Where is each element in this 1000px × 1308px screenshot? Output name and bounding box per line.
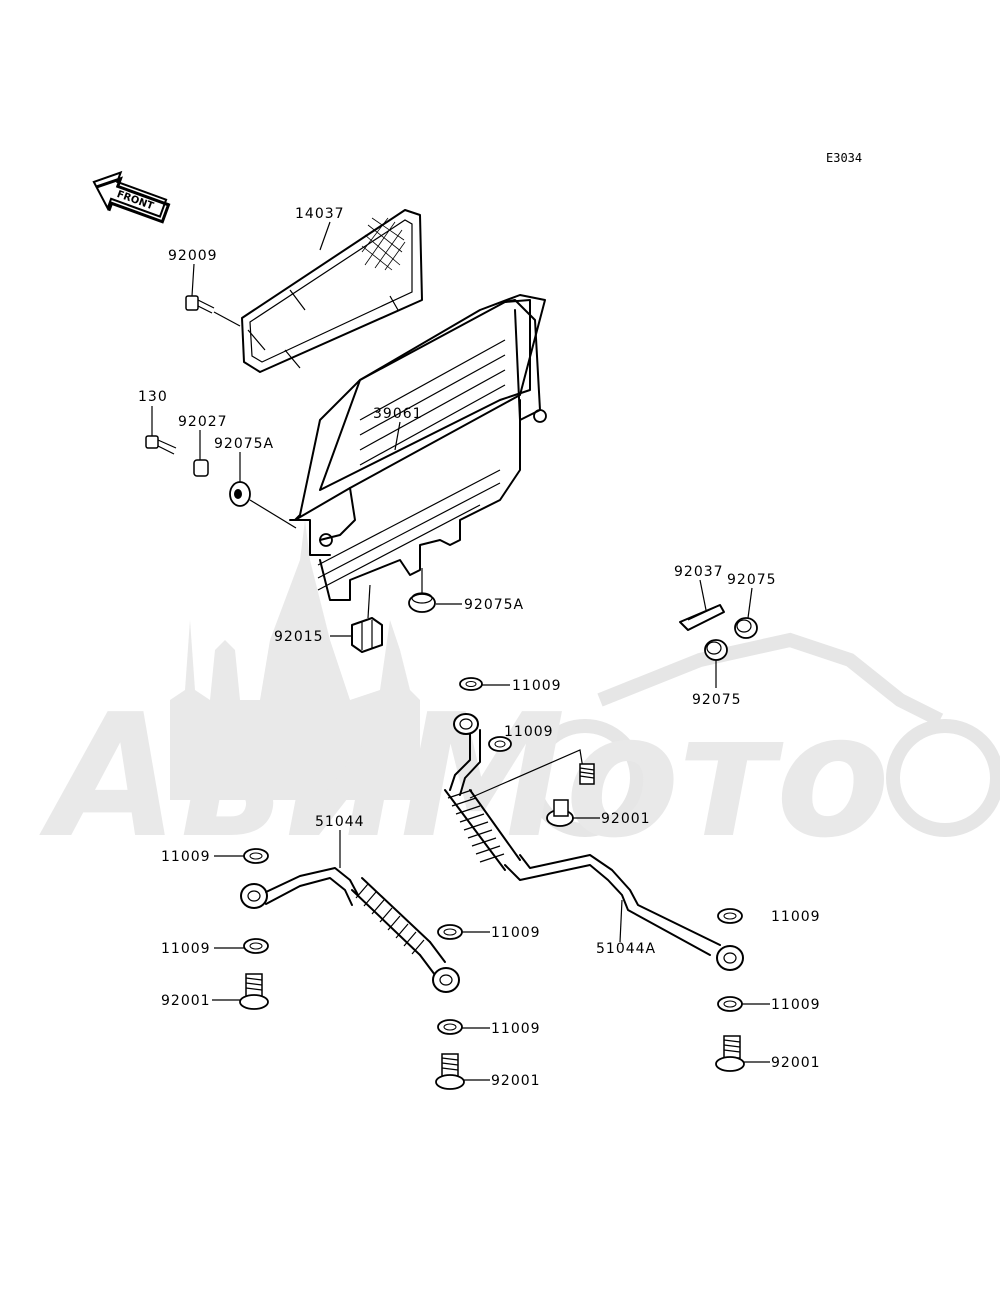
nut-92015 — [351, 617, 383, 653]
part-label-51044: 51044 — [315, 814, 365, 830]
part-label-92001-2: 92001 — [161, 993, 211, 1009]
guard-mesh — [361, 217, 406, 271]
part-label-11009-4: 11009 — [161, 941, 211, 957]
collar-92027 — [193, 459, 209, 477]
part-label-11009-6: 11009 — [491, 1021, 541, 1037]
watermark-motorcycle — [526, 632, 1000, 837]
banjo-bolt-92001-3 — [435, 1053, 465, 1090]
part-label-92001-4: 92001 — [771, 1055, 821, 1071]
bolt-130 — [145, 435, 177, 455]
banjo-bolt-92001-1 — [546, 763, 595, 827]
part-label-11009-1: 11009 — [512, 678, 562, 694]
grommet-92075a-upper — [229, 481, 251, 507]
part-label-92015: 92015 — [274, 629, 324, 645]
washer-11009-6 — [437, 1019, 463, 1035]
part-label-92027: 92027 — [178, 414, 228, 430]
diagram-code: E3034 — [826, 151, 862, 165]
washer-11009-7 — [717, 908, 743, 924]
part-label-51044a: 51044A — [596, 941, 656, 957]
part-label-92037: 92037 — [674, 564, 724, 580]
part-label-92001-1: 92001 — [601, 811, 651, 827]
washer-11009-5 — [437, 924, 463, 940]
washer-11009-2 — [488, 736, 512, 752]
washer-11009-8 — [717, 996, 743, 1012]
part-label-92075-a: 92075 — [727, 572, 777, 588]
part-label-92075a-lower: 92075A — [464, 597, 524, 613]
oil-hose-51044a — [444, 713, 744, 971]
washer-11009-3 — [243, 848, 269, 864]
watermark: АвиМото — [38, 520, 1000, 876]
part-label-11009-8: 11009 — [771, 997, 821, 1013]
watermark-castle — [170, 520, 420, 800]
part-label-39061: 39061 — [373, 406, 423, 422]
grommet-92075-a — [734, 617, 758, 639]
part-label-92009: 92009 — [168, 248, 218, 264]
part-label-11009-2: 11009 — [504, 724, 554, 740]
grommet-92075-b — [704, 639, 728, 661]
part-label-92075-b: 92075 — [692, 692, 742, 708]
washer-11009-4 — [243, 938, 269, 954]
part-label-11009-7: 11009 — [771, 909, 821, 925]
washer-11009-1 — [459, 677, 483, 691]
oil-hose-51044 — [240, 867, 460, 993]
front-arrow: FRONT — [92, 170, 171, 224]
oil-cooler — [289, 294, 547, 601]
part-label-92075a-upper: 92075A — [214, 436, 274, 452]
banjo-bolt-92001-2 — [239, 973, 269, 1010]
part-label-130: 130 — [138, 389, 168, 405]
oil-cooler-guard — [241, 209, 423, 373]
part-label-92001-3: 92001 — [491, 1073, 541, 1089]
bolt-92009 — [185, 295, 215, 314]
part-label-14037: 14037 — [295, 206, 345, 222]
clip-92037 — [679, 604, 725, 631]
banjo-bolt-92001-4 — [715, 1035, 745, 1072]
grommet-92075a-lower — [408, 592, 436, 613]
part-label-11009-3: 11009 — [161, 849, 211, 865]
part-label-11009-5: 11009 — [491, 925, 541, 941]
watermark-text: АвиМото — [38, 678, 890, 876]
